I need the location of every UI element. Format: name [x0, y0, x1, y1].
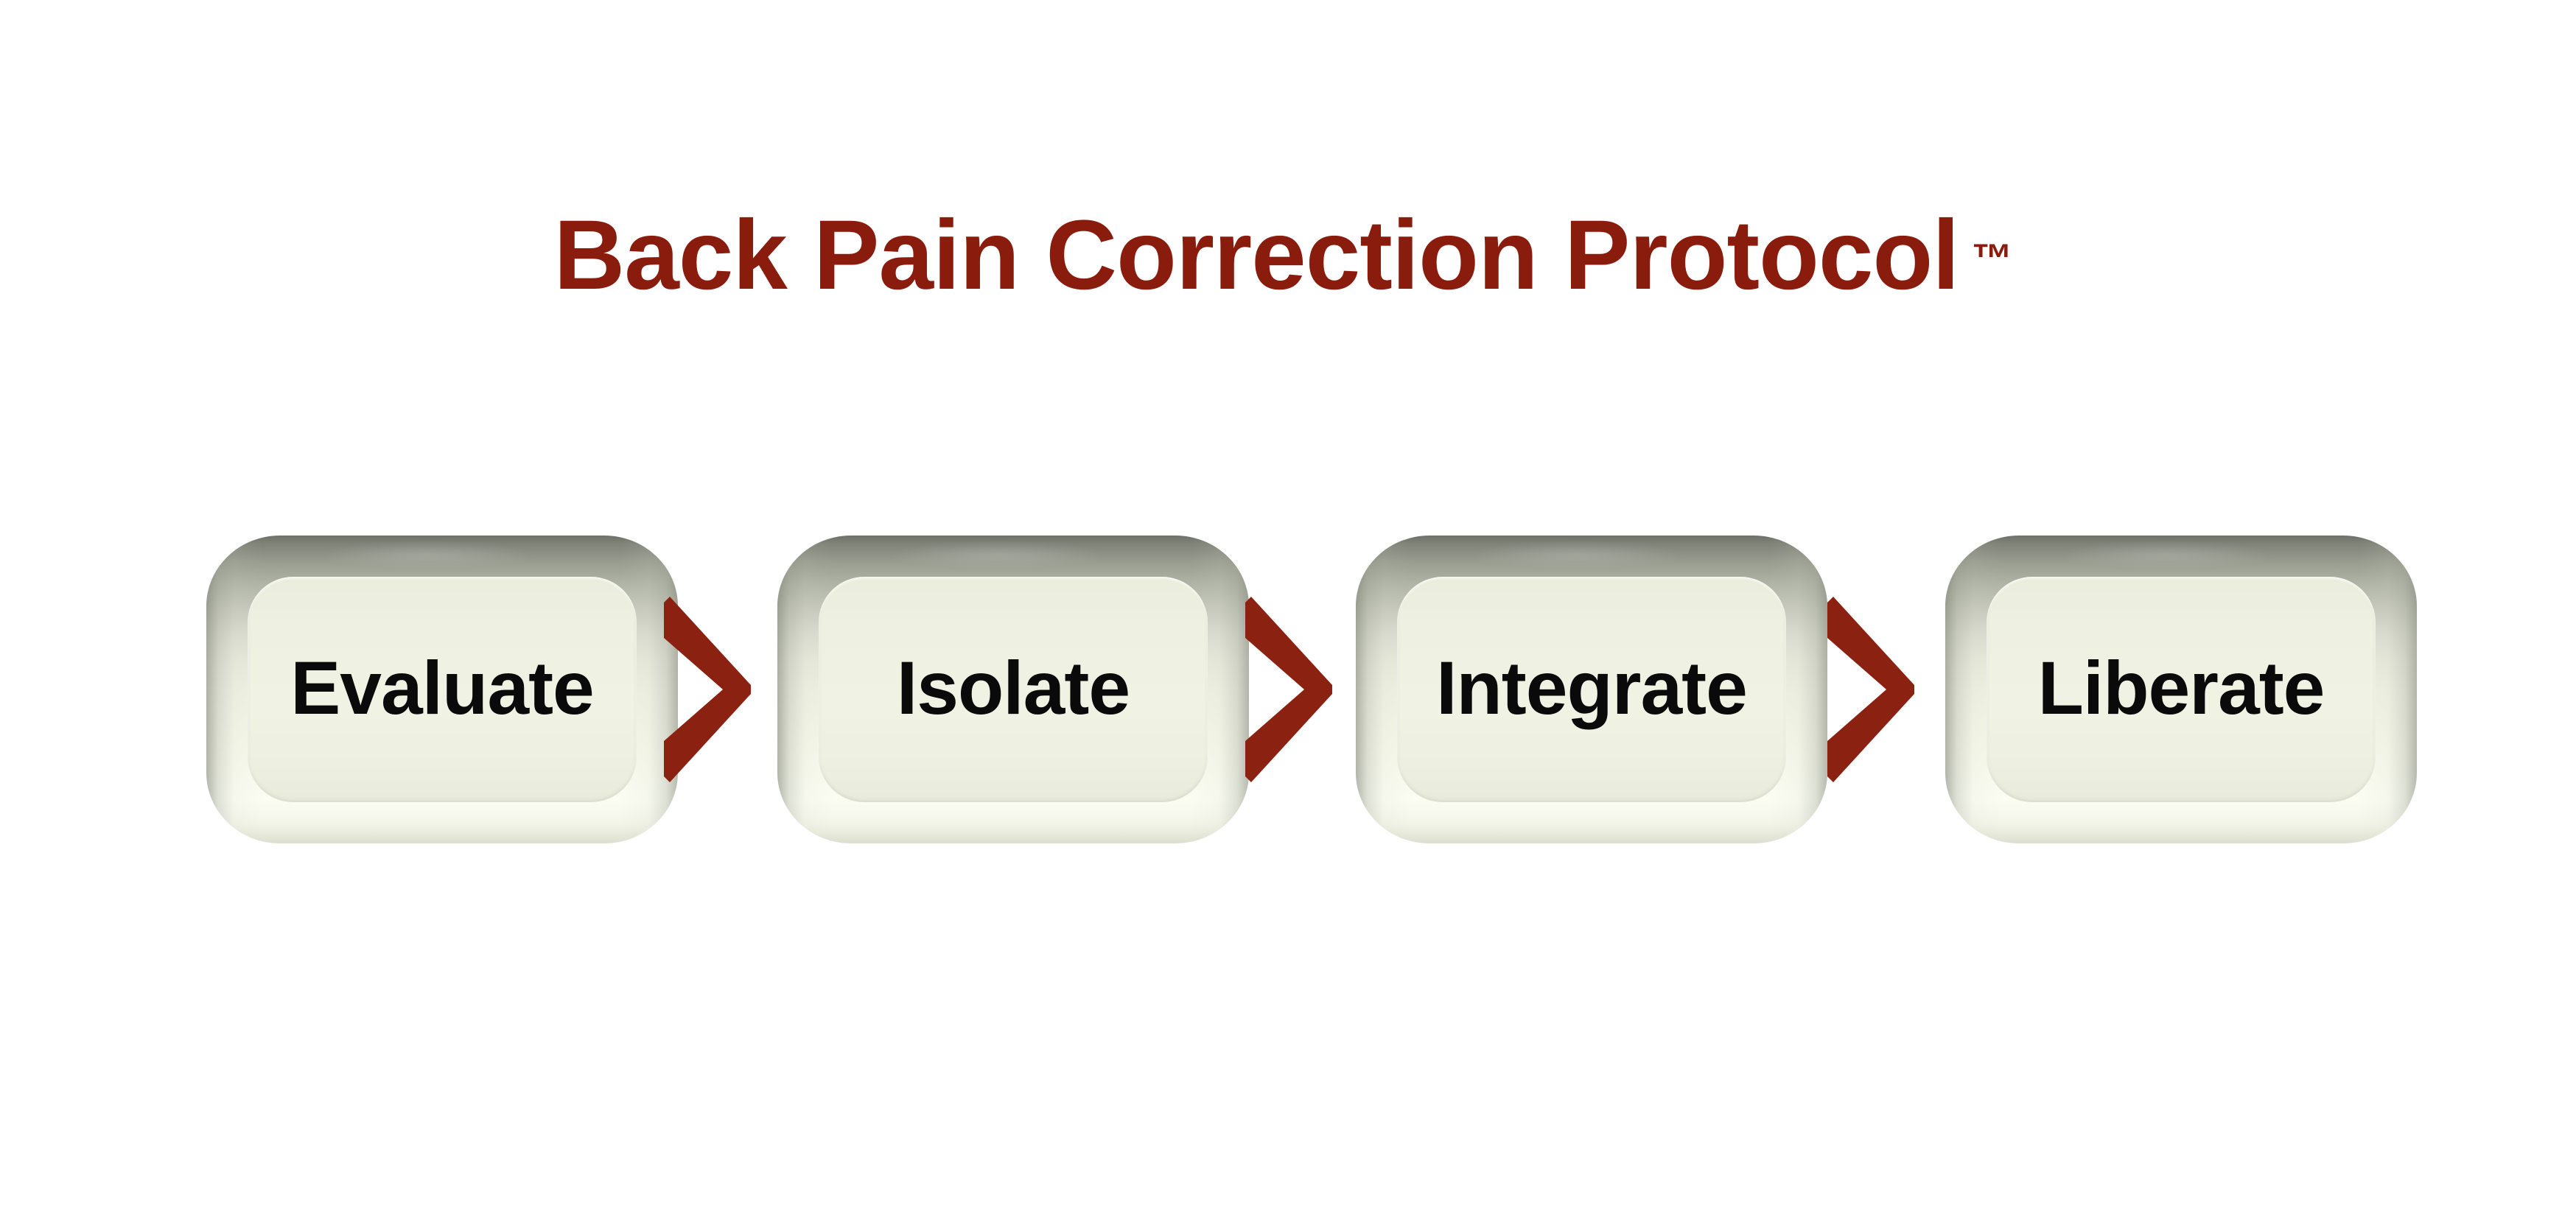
trademark-icon: ™ [1971, 234, 2013, 281]
chevron-right-icon [1245, 597, 1332, 782]
flow-step-isolate-label: Isolate [896, 646, 1130, 730]
chevron-right-icon [664, 597, 751, 782]
chevron-right-icon [1827, 597, 1914, 782]
flow-step-evaluate[interactable]: Evaluate [206, 536, 678, 843]
flow-step-liberate-label: Liberate [2037, 646, 2325, 730]
flow-step-evaluate-face: Evaluate [248, 577, 637, 802]
flow-step-liberate[interactable]: Liberate [1945, 536, 2417, 843]
flow-step-evaluate-label: Evaluate [290, 646, 595, 730]
flow-step-liberate-face: Liberate [1987, 577, 2376, 802]
flow-step-integrate-label: Integrate [1436, 646, 1748, 730]
flow-step-isolate[interactable]: Isolate [777, 536, 1249, 843]
process-flow: Evaluate Isolate Integrate [0, 536, 2576, 843]
page-title-text: Back Pain Correction Protocol [553, 200, 1960, 310]
flow-step-isolate-face: Isolate [819, 577, 1208, 802]
flow-step-integrate-face: Integrate [1397, 577, 1786, 802]
flow-step-integrate[interactable]: Integrate [1356, 536, 1827, 843]
